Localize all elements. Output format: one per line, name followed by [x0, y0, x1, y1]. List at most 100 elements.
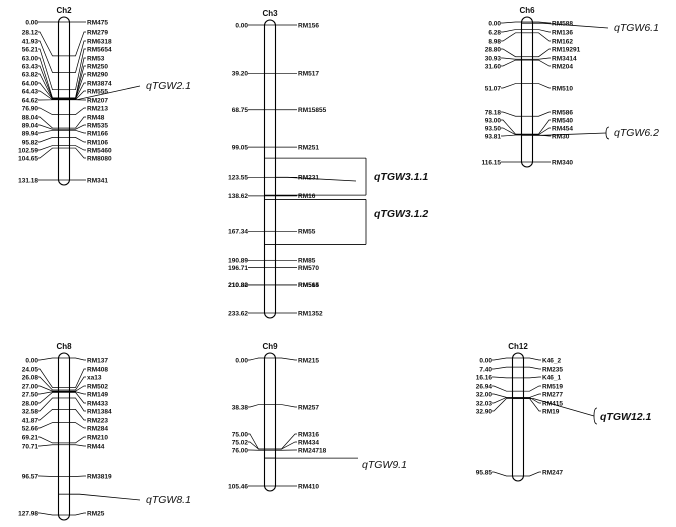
ch6-pos-leader — [501, 134, 522, 137]
ch6-pos-leader — [501, 59, 522, 67]
ch2-marker-leader — [69, 82, 86, 100]
ch8-pos-leader — [38, 422, 59, 429]
ch2-marker-label: RM290 — [87, 71, 108, 78]
ch12-marker-leader — [523, 471, 541, 477]
ch9-pos-leader — [248, 404, 265, 408]
ch2-marker-leader — [69, 57, 86, 99]
ch9-marker-label: RM24718 — [298, 447, 327, 454]
ch6-position-label: 30.93 — [485, 55, 502, 62]
ch3-marker-label: RM514 — [298, 282, 319, 289]
ch12-title: Ch12 — [508, 342, 528, 351]
ch9-pos-leader — [248, 357, 265, 361]
ch9-marker-label: RM434 — [298, 439, 319, 446]
ch8-marker-leader — [69, 444, 86, 447]
qtl-qtgw3-1-1-leader — [275, 176, 357, 182]
ch2-pos-leader — [38, 145, 59, 151]
ch12-position-label: 26.94 — [476, 383, 493, 390]
ch3-marker-label: RM570 — [298, 265, 319, 272]
ch8-marker-label: RM137 — [87, 357, 108, 364]
ch2-marker-label: RM5460 — [87, 147, 112, 154]
ch2-position-label: 64.43 — [22, 88, 39, 95]
ch12-pos-leader — [492, 398, 513, 412]
ch6-position-label: 51.07 — [485, 85, 502, 92]
ch12-marker-label: RM235 — [542, 366, 563, 373]
qtl-qtgw12-1-bracket — [593, 407, 598, 425]
ch2-marker-label: RM6318 — [87, 38, 112, 45]
ch2-pos-leader — [38, 65, 59, 99]
ch6-marker-label: RM588 — [552, 20, 573, 27]
ch8-position-label: 69.21 — [22, 434, 39, 441]
ch8-pos-leader — [38, 512, 59, 516]
ch8-marker-label: RM1384 — [87, 408, 112, 415]
ch6-position-label: 93.00 — [485, 117, 502, 124]
ch3-position-label: 39.20 — [232, 71, 249, 78]
ch9-marker-label: RM215 — [298, 357, 319, 364]
ch2-position-label: 28.12 — [22, 29, 39, 36]
ch12-marker-label: RM519 — [542, 383, 563, 390]
ch3-title: Ch3 — [262, 9, 278, 18]
ch2-marker-label: RM341 — [87, 177, 108, 184]
ch8-position-label: 96.57 — [22, 473, 39, 480]
ch6-position-label: 93.81 — [485, 133, 502, 140]
ch12-marker-leader — [523, 385, 541, 392]
ch6-position-label: 78.18 — [485, 109, 502, 116]
ch9-position-label: 75.02 — [232, 439, 249, 446]
ch9-marker-label: RM316 — [298, 431, 319, 438]
ch6-bar — [520, 16, 534, 168]
ch2-position-label: 0.00 — [25, 19, 38, 26]
ch2-marker-leader — [69, 31, 86, 57]
ch2-pos-leader — [38, 116, 59, 129]
ch8-marker-leader — [69, 357, 86, 361]
ch2-marker-leader — [69, 107, 86, 115]
ch2-pos-leader — [38, 40, 59, 73]
ch12-marker-leader — [523, 366, 541, 370]
qtl-qtgw2-1-leader — [69, 85, 141, 101]
ch2-bar — [57, 16, 71, 186]
ch12-marker-label: K46_1 — [542, 374, 562, 381]
ch8-marker-label: RM408 — [87, 366, 108, 373]
ch6-marker-leader — [532, 21, 551, 24]
qtl-qtgw12-1-leader — [523, 398, 595, 417]
ch2-pos-leader — [38, 107, 59, 115]
ch6-marker-label: RM30 — [552, 133, 570, 140]
ch6-marker-leader — [532, 29, 551, 33]
ch8-marker-leader — [69, 397, 86, 412]
ch3-marker-label: RM565 — [298, 282, 319, 289]
ch6-marker-label: RM162 — [552, 38, 573, 45]
ch8-marker-leader — [69, 436, 86, 444]
ch3-position-label: 167.34 — [228, 229, 248, 236]
ch6-pos-leader — [501, 127, 522, 136]
ch6-marker-leader — [532, 83, 551, 89]
ch2-position-label: 64.62 — [22, 97, 39, 104]
ch2-marker-leader — [69, 145, 86, 151]
ch2-marker-leader — [69, 48, 86, 91]
ch8-marker-label: RM223 — [87, 417, 108, 424]
ch8-title: Ch8 — [56, 342, 72, 351]
ch9-marker-label: RM410 — [298, 483, 319, 490]
ch3-bar — [263, 19, 277, 319]
qtl-qtgw3-1-1-label: qTGW3.1.1 — [374, 171, 428, 183]
ch8-position-label: 27.00 — [22, 383, 39, 390]
ch8-position-label: 27.50 — [22, 391, 39, 398]
ch2-marker-label: RM250 — [87, 63, 108, 70]
ch6-marker-leader — [532, 57, 551, 60]
ch8-marker-leader — [69, 409, 86, 421]
ch8-pos-leader — [38, 376, 59, 391]
ch2-marker-label: RM213 — [87, 105, 108, 112]
ch2-position-label: 63.00 — [22, 55, 39, 62]
ch8-position-label: 28.00 — [22, 400, 39, 407]
ch8-position-label: 52.66 — [22, 425, 39, 432]
ch6-marker-leader — [532, 48, 551, 58]
ch9-marker-label: RM257 — [298, 404, 319, 411]
ch9-bar — [263, 352, 277, 492]
ch6-pos-leader — [501, 119, 522, 135]
ch3-position-label: 233.62 — [228, 310, 248, 317]
ch6-marker-label: RM3414 — [552, 55, 577, 62]
ch8-pos-leader — [38, 391, 59, 404]
ch12-marker-leader — [523, 357, 541, 361]
ch2-position-label: 88.04 — [22, 114, 39, 121]
ch6-pos-leader — [501, 32, 522, 42]
ch3-marker-label: RM85 — [298, 258, 316, 265]
ch3-marker-label: RM15855 — [298, 107, 327, 114]
ch12-marker-leader — [523, 397, 541, 404]
